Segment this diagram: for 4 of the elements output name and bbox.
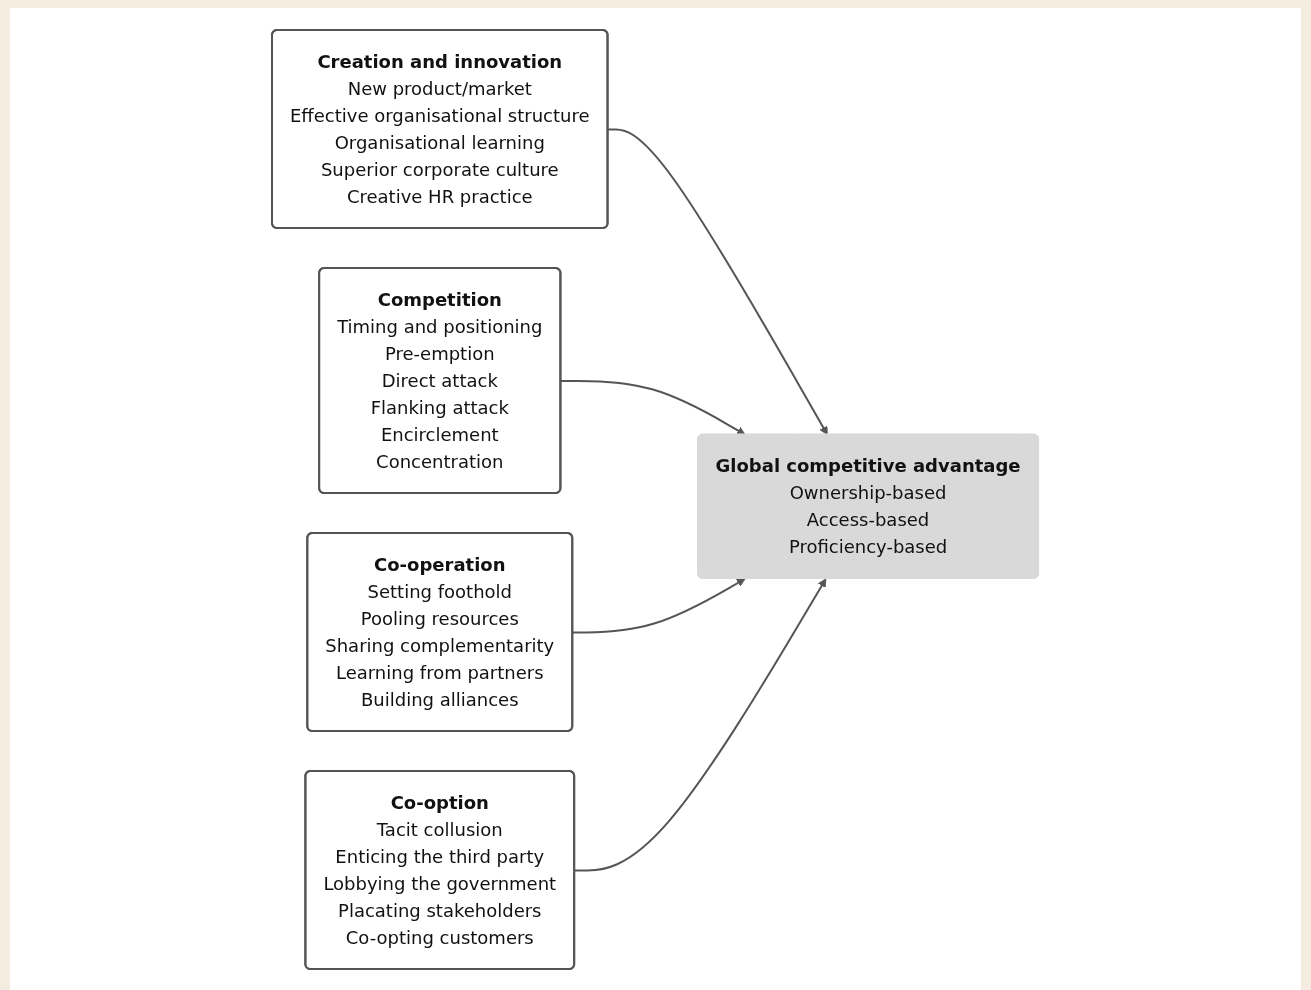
arrow <box>572 577 746 633</box>
arrow <box>573 577 827 871</box>
arrow <box>607 127 829 435</box>
arrow <box>560 379 746 435</box>
